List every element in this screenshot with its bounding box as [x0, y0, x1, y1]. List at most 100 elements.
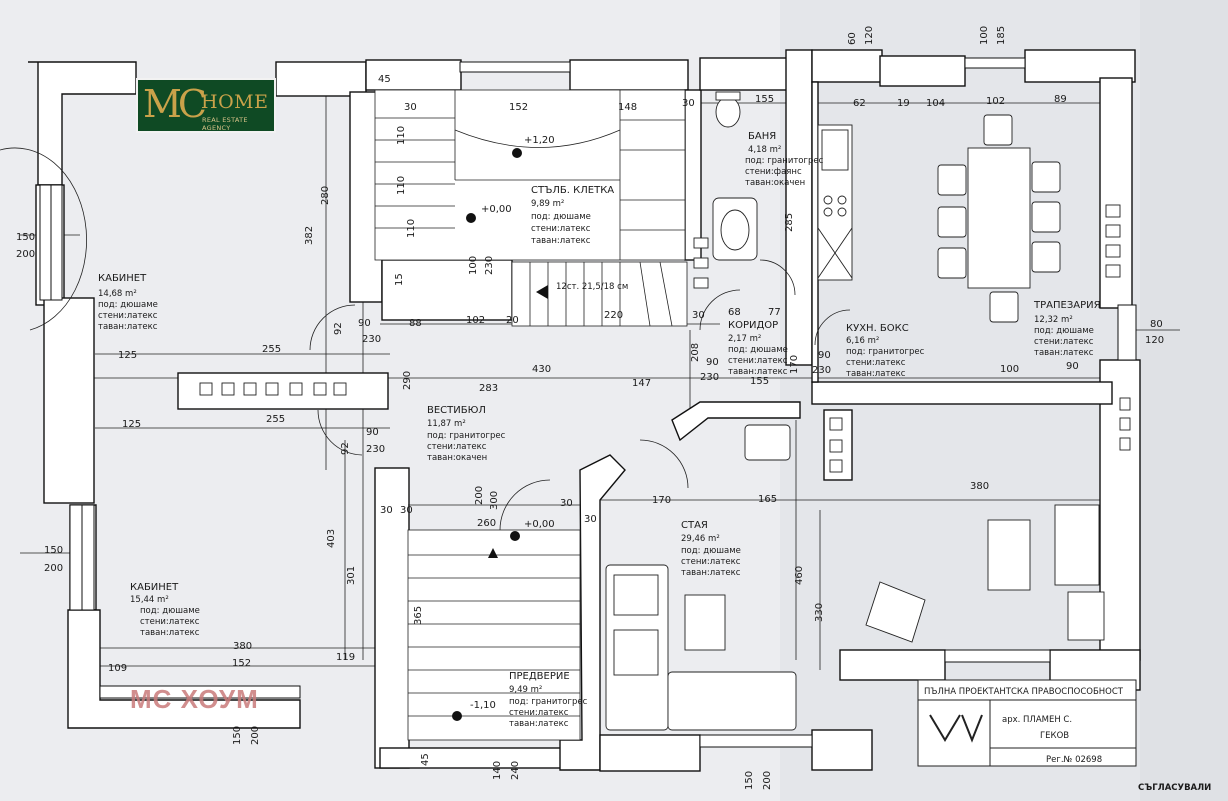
dim-stair-15: 15	[394, 273, 405, 286]
room-name-vestibule: ВЕСТИБЮЛ	[427, 405, 486, 416]
level-entrance: -1,10	[470, 700, 496, 711]
level-vestibule: +0,00	[524, 519, 555, 530]
shelf-blocks	[199, 382, 1131, 473]
dim-stair-36: 140	[492, 761, 503, 780]
wall-top-dining-1	[811, 49, 883, 83]
room-name-kitchen: КУХН. БОКС	[846, 323, 909, 334]
wall-vestibule-left	[177, 372, 389, 410]
wall-stair-right	[684, 89, 702, 261]
title-block-approved: СЪГЛАСУВАЛИ	[1138, 783, 1211, 793]
dim-stair-5: 102	[466, 315, 485, 326]
room-ceiling-kitchen: таван:латекс	[846, 369, 906, 379]
dim-cabinet-1: 255	[262, 344, 281, 355]
dim-vertical-0: 382	[304, 226, 315, 245]
wall-stair-top	[365, 59, 462, 91]
room-name-living: СТАЯ	[681, 520, 708, 531]
dim-vertical-3: 301	[346, 566, 357, 585]
wall-bath-right	[785, 49, 813, 366]
room-walls-kitchen: стени:латекс	[846, 358, 906, 368]
dim-stair-9: 90	[358, 318, 371, 329]
wall-stair-top-right	[569, 59, 689, 91]
dim-opening-7: 120	[864, 26, 875, 45]
coffee-table	[684, 594, 726, 651]
room-floor-corridor: под: дюшаме	[728, 345, 788, 355]
dim-opening-1: 200	[16, 249, 35, 260]
room-floor-stair: под: дюшаме	[531, 212, 591, 222]
room-area-bath: 4,18 m²	[748, 145, 781, 155]
dim-stair-13: 92	[333, 322, 344, 335]
dim-stair-27: 230	[812, 365, 831, 376]
dim-stair-18: 147	[632, 378, 651, 389]
wall-top-dining-2	[879, 55, 966, 87]
dim-right-2: 100	[1000, 364, 1019, 375]
dim-top-3: 30	[682, 98, 695, 109]
wall-living-bottom-2	[811, 729, 873, 771]
dim-stair-0: 110	[396, 126, 407, 145]
dim-top-9: 89	[1054, 94, 1067, 105]
room-walls-vestibule: стени:латекс	[427, 442, 487, 452]
logo-tagline: REAL ESTATE AGENCY	[202, 116, 248, 132]
dim-stair-16: 290	[402, 371, 413, 390]
room-walls-entrance: стени:латекс	[509, 708, 569, 718]
dim-opening-0: 150	[16, 232, 35, 243]
room-walls-living: стени:латекс	[681, 557, 741, 567]
dim-cabinet-3: 255	[266, 414, 285, 425]
kitchen-fixtures	[817, 124, 853, 281]
room-area-dining: 12,32 m²	[1034, 315, 1073, 325]
title-block-text: ПЪЛНА ПРОЕКТАНТСКА ПРАВОСПОСОБНОСТ арх. …	[924, 687, 1211, 793]
dim-stair-20: 230	[700, 372, 719, 383]
dim-living-1: 380	[970, 481, 989, 492]
dim-living-0: 165	[758, 494, 777, 505]
dim-opening-5: 200	[250, 726, 261, 745]
dim-top-7: 104	[926, 98, 945, 109]
dim-top-1: 152	[509, 102, 528, 113]
dim-stair-3: 100	[468, 256, 479, 275]
room-ceiling-cabinet2: таван:латекс	[140, 628, 200, 638]
room-ceiling-cabinet1: таван:латекс	[98, 322, 158, 332]
dim-vertical-9: 170	[789, 355, 800, 374]
stair-note: 12ст. 21,5/18 см	[556, 282, 628, 292]
tv-unit	[987, 519, 1031, 591]
dining-table	[967, 147, 1031, 289]
dim-right-0: 80	[1150, 319, 1163, 330]
dim-vertical-6: 330	[814, 603, 825, 622]
title-block-architect: арх. ПЛАМЕН С.	[1002, 715, 1072, 725]
level-markers	[452, 148, 548, 721]
wall-living-right-bottom	[839, 649, 946, 681]
dim-right-3: 90	[1066, 361, 1079, 372]
room-name-entrance: ПРЕДВЕРИЕ	[509, 671, 570, 682]
armchair	[865, 581, 926, 643]
title-block-header: ПЪЛНА ПРОЕКТАНТСКА ПРАВОСПОСОБНОСТ	[924, 687, 1124, 697]
dim-top-6: 19	[897, 98, 910, 109]
logo-monogram: MC	[143, 82, 207, 126]
dim-vertical-7: 285	[784, 213, 795, 232]
dim-stair-10: 230	[362, 334, 381, 345]
dim-cabinet-4: 380	[233, 641, 252, 652]
dim-top-5: 62	[853, 98, 866, 109]
dim-cabinet-0: 125	[118, 350, 137, 361]
wall-kitchen-left	[811, 81, 819, 383]
dim-right-1: 120	[1145, 335, 1164, 346]
level-main: +0,00	[481, 204, 512, 215]
wall-corridor	[671, 401, 801, 442]
room-area-vestibule: 11,87 m²	[427, 419, 466, 429]
room-floor-cabinet1: под: дюшаме	[98, 300, 158, 310]
dim-cabinet-5: 109	[108, 663, 127, 674]
wall-bottom-left	[67, 609, 301, 729]
dim-stair-2: 110	[406, 219, 417, 238]
dim-stair-7: 220	[604, 310, 623, 321]
wall-left-outer	[28, 61, 137, 186]
room-name-cabinet2: КАБИНЕТ	[130, 582, 179, 593]
dim-stair-37: 240	[510, 761, 521, 780]
room-floor-bath: под: гранитогрес	[745, 156, 824, 166]
wall-dining-bottom	[811, 381, 1113, 405]
paper-right-shade	[1140, 0, 1228, 801]
level-labels: +0,00 +1,20 +0,00 -1,10 12ст. 21,5/18 см	[470, 135, 628, 711]
room-ceiling-bath: таван:окачен	[745, 178, 805, 188]
stair-treads	[374, 89, 688, 741]
room-labels: КАБИНЕТ 14,68 m² под: дюшаме стени:латек…	[98, 131, 1101, 729]
dim-opening-9: 185	[996, 26, 1007, 45]
room-area-living: 29,46 m²	[681, 534, 720, 544]
room-walls-stair: стени:латекс	[531, 224, 591, 234]
room-floor-dining: под: дюшаме	[1034, 326, 1094, 336]
